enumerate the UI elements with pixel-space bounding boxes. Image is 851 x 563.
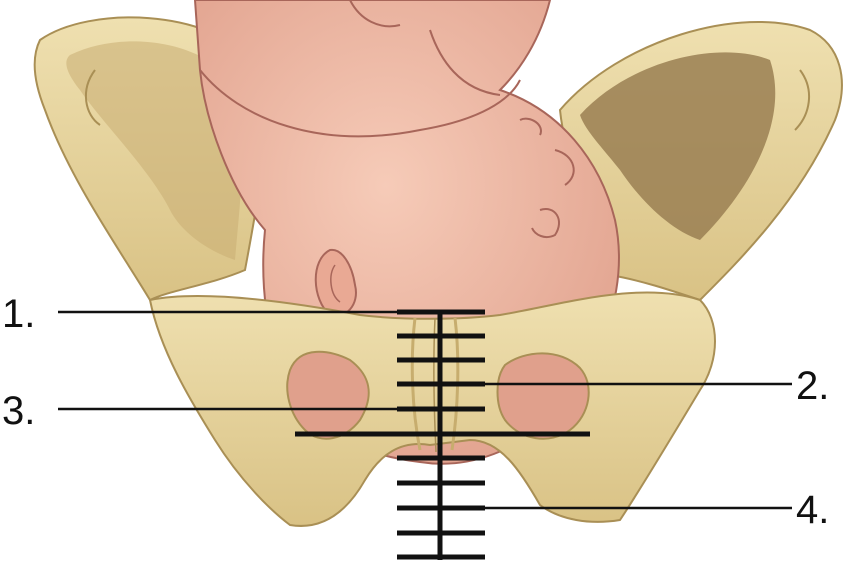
callout-label-1: 1. [2,292,35,336]
callout-label-4: 4. [796,488,829,532]
callout-label-3: 3. [2,389,35,433]
callout-4: 4. [478,488,829,532]
callout-label-2: 2. [796,364,829,408]
